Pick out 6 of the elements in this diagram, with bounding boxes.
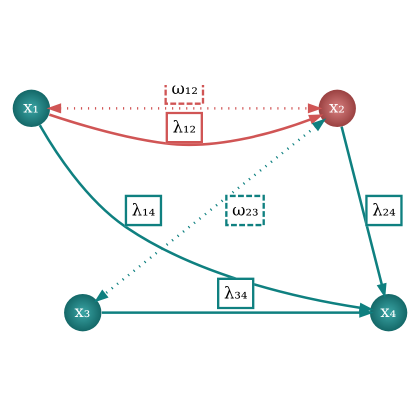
edge-label: ω₁₂ — [171, 78, 198, 98]
edge-label: ω₂₃ — [232, 200, 259, 219]
edge-label: λ₂₄ — [372, 200, 396, 219]
edge-label: λ₁₄ — [132, 200, 156, 219]
edge-label: λ₁₂ — [172, 117, 196, 136]
edge-label: λ₃₄ — [224, 282, 248, 302]
